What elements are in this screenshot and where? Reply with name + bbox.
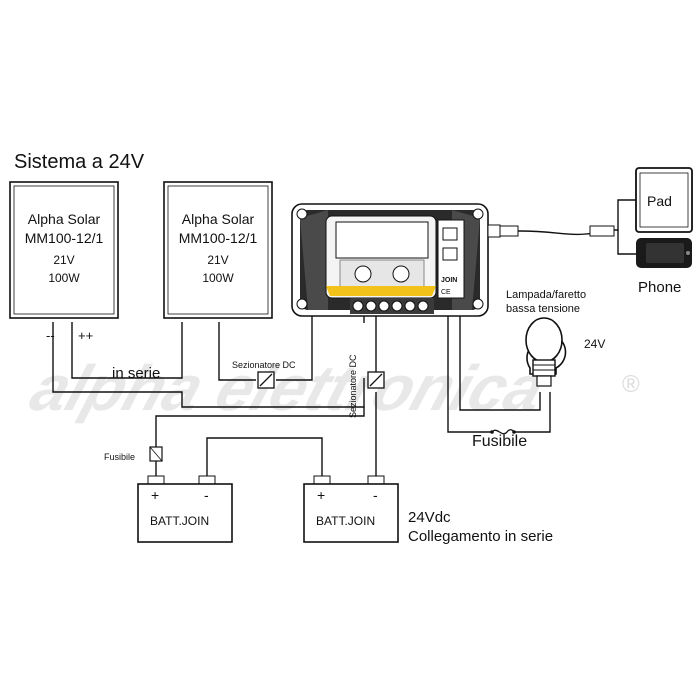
panel-2-voltage: 21V — [207, 253, 228, 267]
battery-2-neg: - — [373, 487, 378, 503]
usb-cable-plug — [487, 224, 615, 238]
pad-device — [635, 167, 693, 233]
battery-1-neg: - — [204, 487, 209, 503]
solar-panel-1: Alpha Solar MM100-12/1 21V 100W — [9, 181, 119, 319]
wires — [52, 199, 636, 476]
dc-disconnector-2 — [367, 371, 385, 389]
series-label: in serie — [112, 365, 160, 382]
panel-1-line1: Alpha Solar — [28, 211, 101, 227]
panel-2-line2: MM100-12/1 — [179, 230, 258, 246]
watermark-text: alpha elettronica — [22, 352, 554, 423]
fuse-load — [491, 429, 515, 435]
phone-device — [636, 238, 692, 268]
battery-2-pos: + — [317, 487, 325, 503]
fuse-load-label: Fusibile — [472, 433, 527, 450]
controller-ce: CE — [441, 289, 451, 296]
battery-2-label: BATT.JOIN — [316, 514, 375, 528]
registered-mark: ® — [622, 371, 640, 398]
battery-note-series: Collegamento in serie — [408, 528, 553, 545]
dc-disconnector-1-label: Sezionatore DC — [232, 360, 296, 370]
battery-1-pos: + — [151, 487, 159, 503]
lamp-label-1: Lampada/faretto — [506, 289, 586, 301]
solar-panel-2: Alpha Solar MM100-12/1 21V 100W — [163, 181, 273, 319]
pad-label: Pad — [647, 193, 672, 209]
charge-controller: JOIN CE — [291, 203, 489, 317]
phone-label: Phone — [638, 279, 681, 296]
fuse-battery-label: Fusibile — [104, 452, 135, 462]
panel-2-line1: Alpha Solar — [182, 211, 255, 227]
battery-1-label: BATT.JOIN — [150, 514, 209, 528]
panel-1-pos-terminal: ++ — [78, 328, 93, 343]
dc-disconnector-1 — [257, 371, 275, 389]
battery-1: + - BATT.JOIN — [137, 475, 233, 543]
watermark: alpha elettronica ® — [22, 352, 640, 423]
lamp-bulb-icon — [525, 317, 567, 387]
panel-1-voltage: 21V — [53, 253, 74, 267]
panel-1-power: 100W — [48, 271, 80, 285]
dc-disconnector-2-label: Sezionatore DC — [348, 354, 358, 418]
battery-note-voltage: 24Vdc — [408, 509, 451, 526]
battery-2: + - BATT.JOIN — [303, 475, 399, 543]
diagram-title: Sistema a 24V — [14, 151, 145, 173]
lamp-label-2: bassa tensione — [506, 303, 580, 315]
panel-2-power: 100W — [202, 271, 234, 285]
panel-1-neg-terminal: -- — [46, 328, 55, 343]
lamp-voltage: 24V — [584, 337, 605, 351]
panel-1-line2: MM100-12/1 — [25, 230, 104, 246]
controller-brand: JOIN — [441, 277, 457, 284]
